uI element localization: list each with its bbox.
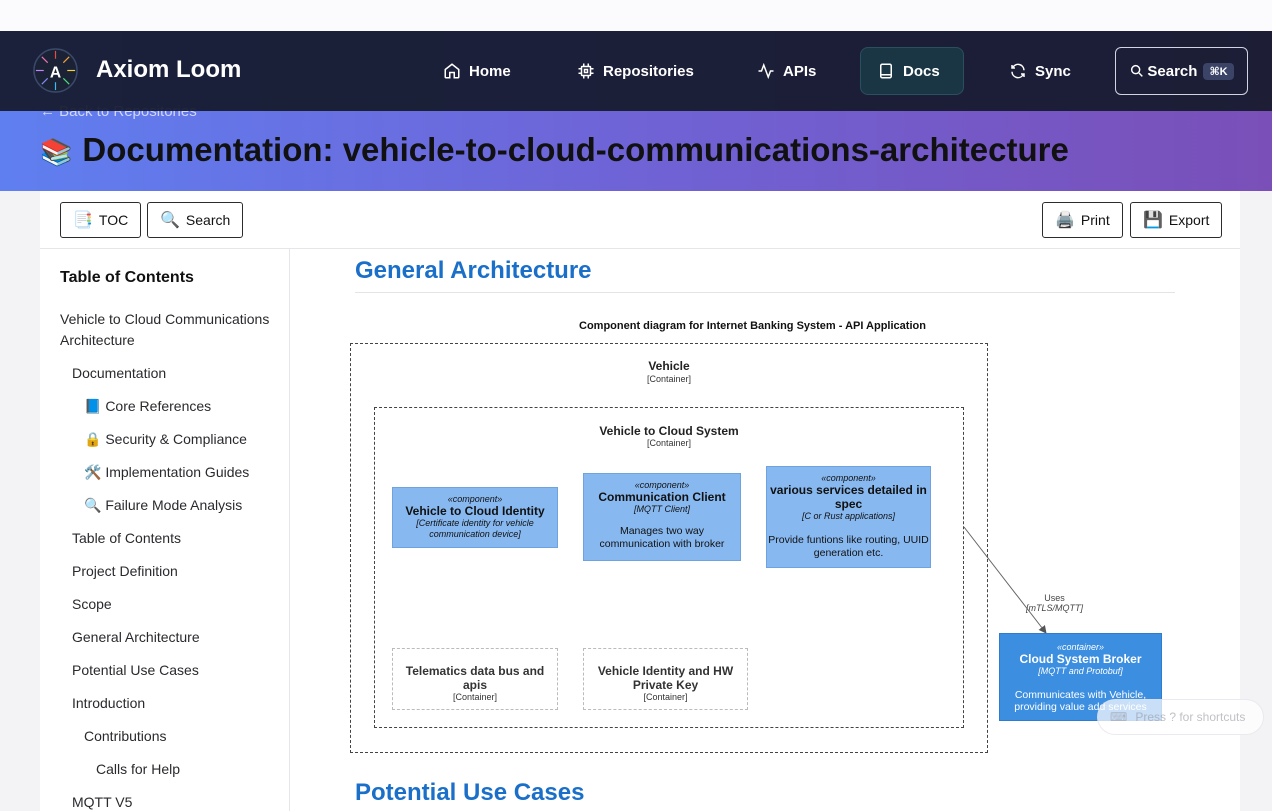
nav-docs[interactable]: Docs — [860, 47, 964, 95]
boundary-label: Vehicle to Cloud System — [599, 424, 739, 438]
brand-name[interactable]: Axiom Loom — [96, 56, 242, 83]
boundary-label: Vehicle — [648, 359, 690, 373]
global-search-button[interactable]: Search ⌘K — [1115, 47, 1248, 95]
toc-item[interactable]: MQTT V5 — [72, 794, 133, 810]
toc-item[interactable]: 🛠️ Implementation Guides — [84, 464, 250, 480]
vehicle-boundary: Vehicle [Container] — [350, 343, 988, 753]
nav-apis[interactable]: APIs — [741, 47, 832, 95]
boundary-tag: [Container] — [646, 438, 692, 448]
heading-divider — [355, 292, 1175, 293]
toc-item[interactable]: Calls for Help — [96, 761, 181, 777]
architecture-diagram: Component diagram for Internet Banking S… — [350, 311, 1190, 757]
logo-icon[interactable]: A — [32, 47, 79, 94]
doc-search-button[interactable]: 🔍 Search — [147, 202, 244, 238]
toc-item[interactable]: Project Definition — [72, 563, 178, 579]
toc-item[interactable]: Table of Contents — [72, 530, 181, 546]
v2c-boundary: Vehicle to Cloud System [Container] — [374, 407, 964, 728]
shortcuts-toast[interactable]: ⌨ Press ? for shortcuts — [1097, 699, 1264, 735]
printer-icon: 🖨️ — [1055, 212, 1075, 229]
telematics-container: Telematics data bus and apis [Container] — [392, 648, 558, 710]
page-icon: 📑 — [73, 212, 93, 229]
uses-arrow — [963, 526, 1047, 634]
boundary-tag: [Container] — [646, 374, 692, 384]
toc-item[interactable]: Vehicle to Cloud Communications Architec… — [60, 311, 270, 348]
diagram-title: Component diagram for Internet Banking S… — [579, 320, 926, 332]
toc-button[interactable]: 📑 TOC — [60, 202, 142, 238]
uses-label: Uses [mTLS/MQTT] — [1026, 593, 1083, 613]
doc-content: General Architecture Component diagram f… — [290, 249, 1240, 811]
print-button[interactable]: 🖨️ Print — [1042, 202, 1123, 238]
identity-component: «component» Vehicle to Cloud Identity [C… — [392, 487, 558, 548]
toc-sidebar: Table of Contents Vehicle to Cloud Commu… — [40, 249, 290, 811]
shortcut-badge: ⌘K — [1203, 62, 1234, 80]
toc-item[interactable]: General Architecture — [72, 629, 200, 645]
section-heading: Potential Use Cases — [355, 779, 585, 806]
toc-item[interactable]: 📘 Core References — [84, 398, 212, 414]
toc-title: Table of Contents — [60, 269, 194, 286]
search-icon — [1131, 64, 1144, 77]
toc-item[interactable]: Potential Use Cases — [72, 662, 199, 678]
export-button[interactable]: 💾 Export — [1130, 202, 1223, 238]
section-heading: General Architecture — [355, 257, 592, 284]
nav-sync[interactable]: Sync — [993, 47, 1087, 95]
books-icon: 📚 — [40, 137, 73, 167]
services-component: «component» various services detailed in… — [766, 466, 931, 568]
docs-panel: 📑 TOC 🔍 Search 🖨️ Print 💾 Export Table o… — [40, 191, 1240, 811]
page-title: 📚 Documentation: vehicle-to-cloud-communi… — [40, 131, 1069, 169]
docs-toolbar: 📑 TOC 🔍 Search 🖨️ Print 💾 Export — [40, 191, 1240, 249]
floppy-icon: 💾 — [1143, 212, 1163, 229]
refresh-icon — [1011, 63, 1025, 79]
page-title-text: Documentation: vehicle-to-cloud-communic… — [82, 131, 1069, 168]
toc-item[interactable]: Introduction — [72, 695, 146, 711]
chip-icon — [578, 63, 594, 79]
toc-item[interactable]: 🔍 Failure Mode Analysis — [84, 497, 243, 513]
toc-item[interactable]: Documentation — [72, 365, 167, 381]
nav-home[interactable]: Home — [427, 47, 527, 95]
book-icon — [880, 63, 892, 79]
svg-text:A: A — [50, 64, 61, 81]
toc-item[interactable]: 🔒 Security & Compliance — [84, 431, 247, 447]
toc-item[interactable]: Contributions — [84, 728, 167, 744]
top-nav: A Axiom Loom Home Repositories APIs Docs… — [0, 31, 1272, 111]
keyboard-icon: ⌨ — [1110, 710, 1128, 724]
top-strip — [0, 0, 1272, 31]
client-component: «component» Communication Client [MQTT C… — [583, 473, 741, 561]
activity-icon — [758, 62, 774, 80]
magnifier-icon: 🔍 — [160, 212, 180, 229]
home-icon — [444, 63, 460, 79]
nav-repositories[interactable]: Repositories — [561, 47, 710, 95]
hw-key-container: Vehicle Identity and HW Private Key [Con… — [583, 648, 748, 710]
toc-item[interactable]: Scope — [72, 596, 112, 612]
